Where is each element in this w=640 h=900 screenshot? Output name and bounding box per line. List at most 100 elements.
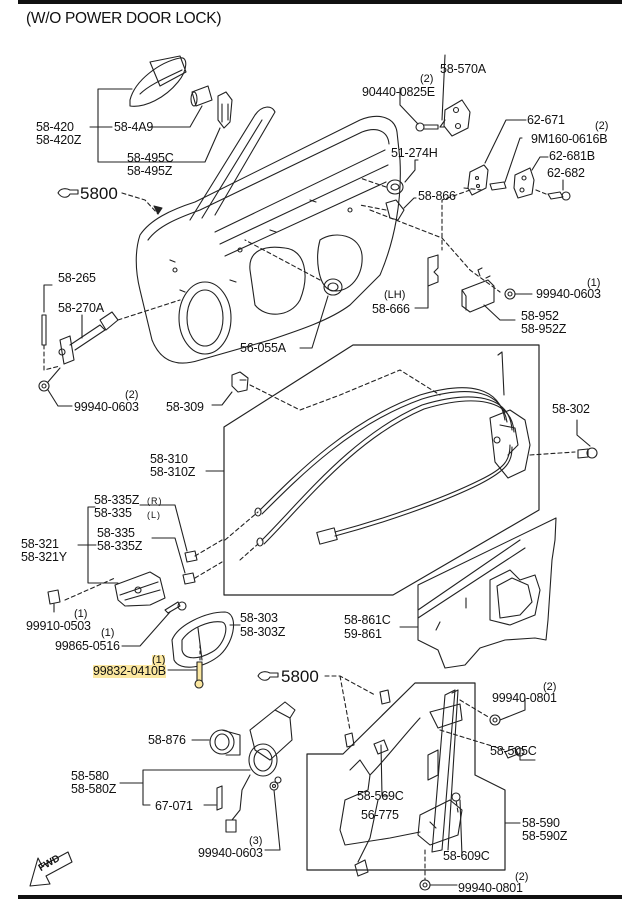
part-label-58-265[interactable]: 58-265 bbox=[58, 271, 96, 285]
qty-99940-0801-a: (2) bbox=[543, 681, 557, 693]
part-label-62-681b[interactable]: 62-681B bbox=[549, 149, 595, 163]
part-label-58-310[interactable]: 58-310 bbox=[150, 452, 188, 466]
part-label-58-570a[interactable]: 58-570A bbox=[440, 62, 486, 76]
part-label-58-505c[interactable]: 58-505C bbox=[490, 744, 537, 758]
inner-door-handle-part bbox=[171, 611, 234, 668]
part-label-90440-0825e[interactable]: 90440-0825E bbox=[362, 85, 435, 99]
seal-part bbox=[427, 254, 439, 287]
part-label-58-609c[interactable]: 58-609C bbox=[443, 849, 490, 863]
handle-clip-part bbox=[217, 91, 233, 129]
guard-part bbox=[461, 279, 495, 313]
forward-arrow-icon bbox=[29, 851, 73, 887]
handle-screw-part bbox=[194, 661, 204, 689]
qty-90440-0825e: (2) bbox=[420, 73, 434, 85]
regulator-assembly-box bbox=[306, 682, 506, 871]
qty-99940-0801-b: (2) bbox=[515, 871, 529, 883]
part-label-58-590z[interactable]: 58-590Z bbox=[522, 829, 568, 843]
motor-connector-part bbox=[225, 819, 237, 833]
part-label-9m160-0616b[interactable]: 9M160-0616B bbox=[531, 132, 608, 146]
part-label-58-420z[interactable]: 58-420Z bbox=[36, 133, 82, 147]
part-label-58-335z-r[interactable]: 58-335Z bbox=[94, 493, 140, 507]
part-label-51-274h[interactable]: 51-274H bbox=[391, 146, 438, 160]
part-label-58-420[interactable]: 58-420 bbox=[36, 120, 74, 134]
part-label-58-580z[interactable]: 58-580Z bbox=[71, 782, 117, 796]
key-cylinder-cap-part bbox=[190, 85, 213, 107]
diagram-title: (W/O POWER DOOR LOCK) bbox=[26, 10, 222, 27]
clip-small-2-part bbox=[344, 732, 355, 748]
regulator-nut-top-part bbox=[489, 714, 501, 726]
part-label-56-055a[interactable]: 56-055A bbox=[240, 341, 286, 355]
part-label-58-495z[interactable]: 58-495Z bbox=[127, 164, 173, 178]
qty-99940-0603-b: (1) bbox=[587, 277, 601, 289]
part-label-99910-0503[interactable]: 99910-0503 bbox=[26, 619, 91, 633]
qty-99940-0603-c: (3) bbox=[249, 835, 263, 847]
latch-assembly-box bbox=[223, 344, 540, 596]
motor-cover-part bbox=[216, 785, 223, 811]
door-trim-part bbox=[417, 517, 557, 669]
part-label-58-4a9[interactable]: 58-4A9 bbox=[114, 120, 154, 134]
grommet-part bbox=[386, 179, 404, 195]
part-label-99832-0410b-highlighted[interactable]: 99832-0410B bbox=[93, 664, 166, 678]
part-label-58-952[interactable]: 58-952 bbox=[521, 309, 559, 323]
door-check-part bbox=[58, 311, 119, 365]
top-border bbox=[18, 0, 622, 4]
part-label-58-952z[interactable]: 58-952Z bbox=[521, 322, 567, 336]
outer-door-handle-part bbox=[129, 55, 187, 107]
bracket-bolt-part bbox=[489, 181, 507, 191]
reference-5800-top[interactable]: 5800 bbox=[80, 184, 118, 203]
part-label-58-310z[interactable]: 58-310Z bbox=[150, 465, 196, 479]
part-label-58-495c[interactable]: 58-495C bbox=[127, 151, 174, 165]
cable-clip-part bbox=[354, 859, 369, 877]
part-label-99940-0603-c[interactable]: 99940-0603 bbox=[198, 846, 263, 860]
part-label-62-671[interactable]: 62-671 bbox=[527, 113, 565, 127]
part-label-58-321[interactable]: 58-321 bbox=[21, 537, 59, 551]
qty-99910-0503: (1) bbox=[74, 608, 88, 620]
part-label-58-590[interactable]: 58-590 bbox=[522, 816, 560, 830]
part-label-99940-0801-b[interactable]: 99940-0801 bbox=[458, 881, 523, 895]
part-label-58-321y[interactable]: 58-321Y bbox=[21, 550, 67, 564]
part-label-58-335-l[interactable]: 58-335 bbox=[94, 506, 132, 520]
part-label-58-876[interactable]: 58-876 bbox=[148, 733, 186, 747]
note-58-335-l: (L) bbox=[147, 510, 161, 520]
part-label-99940-0603-a[interactable]: 99940-0603 bbox=[74, 400, 139, 414]
part-label-58-270a[interactable]: 58-270A bbox=[58, 301, 104, 315]
rod-end-clip-l-part bbox=[182, 572, 196, 585]
part-label-58-580[interactable]: 58-580 bbox=[71, 769, 109, 783]
part-label-67-071[interactable]: 67-071 bbox=[155, 799, 193, 813]
rod-clip-part bbox=[231, 371, 249, 393]
part-label-58-861c[interactable]: 58-861C bbox=[344, 613, 391, 627]
part-label-99940-0603-b[interactable]: 99940-0603 bbox=[536, 287, 601, 301]
part-label-58-303z[interactable]: 58-303Z bbox=[240, 625, 286, 639]
part-label-58-666[interactable]: 58-666 bbox=[372, 302, 410, 316]
window-regulator-part bbox=[339, 689, 463, 853]
striker-screw-part bbox=[415, 122, 439, 132]
note-58-666-lh: (LH) bbox=[384, 289, 406, 301]
nut-part bbox=[504, 288, 516, 300]
bracket-screw-part bbox=[547, 191, 571, 201]
part-label-58-303[interactable]: 58-303 bbox=[240, 611, 278, 625]
bottom-border bbox=[18, 895, 622, 899]
stopper-part bbox=[451, 792, 461, 802]
part-label-58-302[interactable]: 58-302 bbox=[552, 402, 590, 416]
clip-small-1-part bbox=[379, 689, 391, 705]
reference-hand-icon-bottom bbox=[257, 671, 279, 681]
part-label-58-335[interactable]: 58-335 bbox=[97, 526, 135, 540]
part-label-58-866[interactable]: 58-866 bbox=[418, 189, 456, 203]
door-check-clip-part bbox=[385, 199, 405, 221]
part-label-99865-0516[interactable]: 99865-0516 bbox=[55, 639, 120, 653]
part-label-99940-0801-a[interactable]: 99940-0801 bbox=[492, 691, 557, 705]
note-58-335z-r: (R) bbox=[147, 496, 163, 506]
door-panel-part bbox=[135, 106, 401, 364]
motor-gear-cover-part bbox=[209, 729, 241, 756]
door-check-nut-part bbox=[38, 380, 50, 392]
part-label-58-569c[interactable]: 58-569C bbox=[357, 789, 404, 803]
reference-5800-bottom[interactable]: 5800 bbox=[281, 667, 319, 686]
part-label-59-861[interactable]: 59-861 bbox=[344, 627, 382, 641]
part-label-58-309[interactable]: 58-309 bbox=[166, 400, 204, 414]
part-label-62-682[interactable]: 62-682 bbox=[547, 166, 585, 180]
door-check-pin-part bbox=[41, 314, 47, 346]
motor-nut-part bbox=[269, 781, 279, 791]
part-label-58-335z[interactable]: 58-335Z bbox=[97, 539, 143, 553]
part-label-56-775[interactable]: 56-775 bbox=[361, 808, 399, 822]
